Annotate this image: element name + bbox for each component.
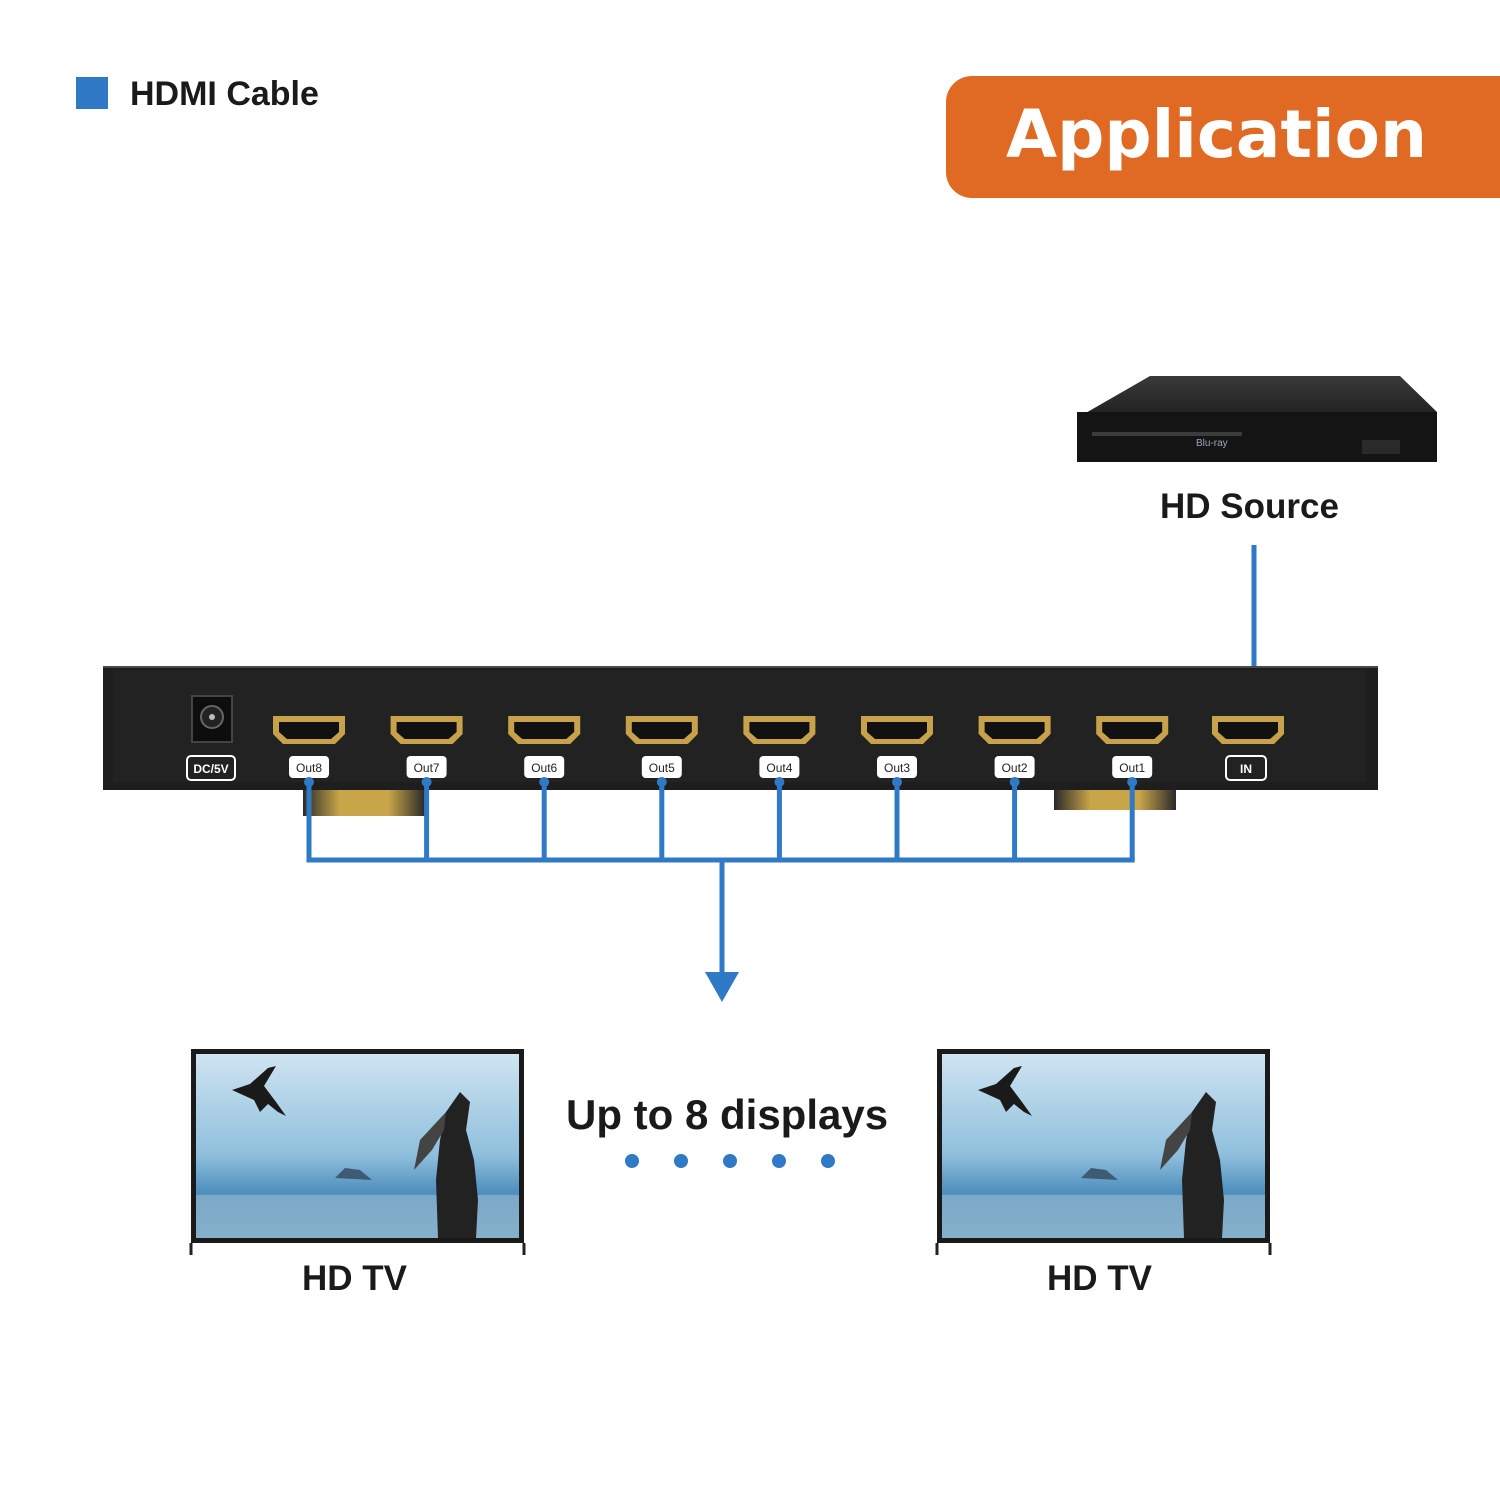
hdmi-output-port-out3	[861, 716, 933, 744]
hdmi-output-port-out8	[273, 716, 345, 744]
output-label-box	[406, 756, 447, 778]
output-label-box	[524, 756, 565, 778]
cable-plug-icon	[892, 777, 902, 787]
output-label: Out2	[1002, 761, 1028, 775]
output-label-box	[641, 756, 682, 778]
title-text: Application	[1006, 96, 1427, 173]
cable-plug-icon	[1127, 777, 1138, 787]
cable-plug-icon	[421, 777, 432, 787]
output-label: Out8	[296, 761, 322, 775]
more-displays-dots	[625, 1154, 835, 1168]
output-label-box	[289, 756, 329, 778]
hdmi-output-port-out5	[625, 716, 698, 744]
output-label: Out6	[531, 761, 557, 775]
power-jack-icon	[191, 695, 233, 743]
tv-left-icon	[189, 1049, 526, 1255]
splitter-foot-right	[1054, 788, 1176, 810]
output-label-box	[994, 756, 1035, 778]
output-label-box	[1112, 756, 1153, 778]
splitter-foot-left	[303, 788, 425, 816]
input-label-box	[1225, 755, 1267, 781]
hdmi-output-port-out6	[508, 716, 581, 744]
tv-right-label: HD TV	[1047, 1259, 1152, 1298]
legend-label: HDMI Cable	[130, 75, 319, 113]
cable-plug-icon	[539, 777, 550, 787]
output-label: Out4	[766, 761, 792, 775]
cable-plug-icon	[774, 777, 785, 787]
output-label-box	[759, 756, 800, 778]
hdmi-output-port-out7	[390, 716, 463, 744]
output-label: Out5	[649, 761, 675, 775]
source-label: HD Source	[1160, 487, 1339, 526]
power-label-box	[186, 755, 236, 781]
hdmi-input-port	[1212, 716, 1284, 744]
output-trunk	[705, 860, 739, 1002]
displays-caption: Up to 8 displays	[566, 1091, 889, 1138]
tv-right-icon	[935, 1049, 1272, 1255]
svg-text:Blu-ray: Blu-ray	[1196, 438, 1228, 449]
title-banner	[946, 76, 1500, 198]
bluray-player-icon: Blu-ray	[1077, 376, 1437, 462]
cable-plug-icon	[1009, 777, 1020, 787]
hdmi-output-port-out2	[978, 716, 1051, 744]
output-label: Out3	[884, 761, 910, 775]
hdmi-output-port-out4	[743, 716, 816, 744]
output-label: Out1	[1119, 761, 1145, 775]
power-label: DC/5V	[193, 762, 228, 776]
output-label-box	[877, 756, 917, 778]
output-label: Out7	[414, 761, 440, 775]
input-label: IN	[1240, 762, 1252, 776]
output-ports: Out8 Out7 Out6 Out5 Out4 Out3 Out2 Out1	[273, 716, 1169, 778]
cable-plug-icon	[656, 777, 667, 787]
tv-left-label: HD TV	[302, 1259, 407, 1298]
legend-swatch	[76, 77, 108, 109]
hdmi-output-port-out1	[1096, 716, 1169, 744]
cable-plug-icon	[304, 777, 314, 787]
